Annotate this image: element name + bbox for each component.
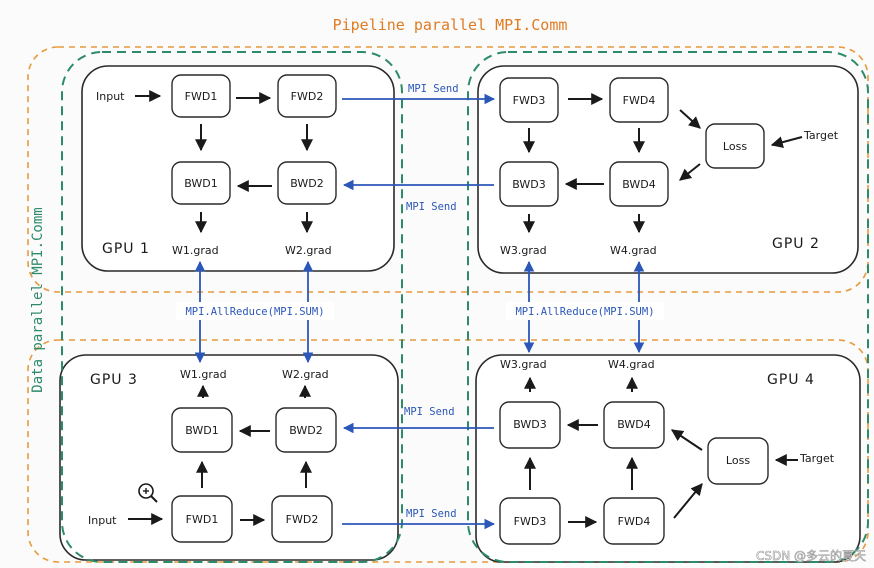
loss-node-gpu2 <box>705 123 765 169</box>
bwd3-label-gpu2: BWD3 <box>512 178 546 191</box>
csdn-watermark: CSDN @多云的夏天 <box>756 548 866 563</box>
data-group-left <box>61 51 403 563</box>
w2-grad-label-gpu1: W2.grad <box>285 244 332 257</box>
allreduce-bg-left <box>176 302 334 320</box>
pipeline-group-bottom <box>27 339 869 563</box>
bwd4-label-gpu2: BWD4 <box>622 178 656 191</box>
bwd4-node-gpu2 <box>609 161 669 207</box>
loss-label-gpu4: Loss <box>726 454 750 467</box>
w4-grad-label-gpu2: W4.grad <box>610 244 657 257</box>
fwd2-label-gpu3: FWD2 <box>286 513 319 526</box>
allreduce-label-right: MPI.AllReduce(MPI.SUM) <box>515 306 654 318</box>
fwd2-node-gpu1 <box>277 74 337 118</box>
data-parallel-title: Data parallel MPI.Comm <box>30 207 46 392</box>
zoom-in-icon[interactable] <box>138 483 158 503</box>
target-label-gpu2: Target <box>803 129 839 142</box>
gpu3-label: GPU 3 <box>90 372 138 388</box>
loss-label-gpu2: Loss <box>723 140 747 153</box>
w1-grad-label-gpu1: W1.grad <box>172 244 219 257</box>
bwd3-label-gpu4: BWD3 <box>513 418 547 431</box>
bwd3-node-gpu2 <box>499 161 559 207</box>
gpu4-label: GPU 4 <box>767 372 815 388</box>
allreduce-label-left: MPI.AllReduce(MPI.SUM) <box>185 306 324 318</box>
w2-grad-label-gpu3: W2.grad <box>282 368 329 381</box>
fwd4-label-gpu2: FWD4 <box>623 94 656 107</box>
loss-node-gpu4 <box>707 437 769 485</box>
fwd4-node-gpu4 <box>603 497 665 545</box>
fwd1-node-gpu3 <box>171 495 233 543</box>
fwd4-node-gpu2 <box>609 77 669 123</box>
fwd3-label-gpu4: FWD3 <box>514 515 547 528</box>
mpi-send-label-top-bwd: MPI Send <box>406 201 457 213</box>
gpu1-input-label: Input <box>96 90 125 103</box>
input-label-gpu3: Input <box>88 514 117 527</box>
bwd2-label-gpu3: BWD2 <box>289 424 323 437</box>
fwd3-node-gpu4 <box>499 497 561 545</box>
mpi-send-label-bottom-fwd: MPI Send <box>406 508 457 520</box>
bwd2-node-gpu1 <box>277 161 337 205</box>
bwd2-node-gpu3 <box>275 407 337 453</box>
fwd2-node-gpu3 <box>271 495 333 543</box>
bwd4-label-gpu4: BWD4 <box>617 418 651 431</box>
target-label-gpu4: Target <box>799 452 835 465</box>
fwd3-node-gpu2 <box>499 77 559 123</box>
gpu1-label: GPU 1 <box>102 241 150 257</box>
bwd1-label-gpu1: BWD1 <box>184 177 218 190</box>
bwd1-node-gpu1 <box>171 161 231 205</box>
mpi-send-label-bottom-bwd: MPI Send <box>404 406 455 418</box>
fwd3-label-gpu2: FWD3 <box>513 94 546 107</box>
fwd1-node-gpu1 <box>171 74 231 118</box>
w4-grad-label-gpu4: W4.grad <box>608 358 655 371</box>
bwd1-node-gpu3 <box>171 407 233 453</box>
w1-grad-label-gpu3: W1.grad <box>180 368 227 381</box>
mpi-send-label-top-fwd: MPI Send <box>408 83 459 95</box>
bwd2-label-gpu1: BWD2 <box>290 177 324 190</box>
fwd1-label-gpu3: FWD1 <box>186 513 219 526</box>
data-group-right <box>467 51 869 563</box>
fwd1-label-gpu1: FWD1 <box>185 90 218 103</box>
bwd1-label-gpu3: BWD1 <box>185 424 219 437</box>
pipeline-title: Pipeline parallel MPI.Comm <box>333 16 568 34</box>
fwd2-label-gpu1: FWD2 <box>291 90 324 103</box>
bwd4-node-gpu4 <box>603 401 665 449</box>
pipeline-group-top <box>27 46 869 293</box>
gpu2-label: GPU 2 <box>772 236 820 252</box>
fwd4-label-gpu4: FWD4 <box>618 515 651 528</box>
bwd3-node-gpu4 <box>499 401 561 449</box>
w3-grad-label-gpu2: W3.grad <box>500 244 547 257</box>
allreduce-bg-right <box>506 302 664 320</box>
w3-grad-label-gpu4: W3.grad <box>500 358 547 371</box>
